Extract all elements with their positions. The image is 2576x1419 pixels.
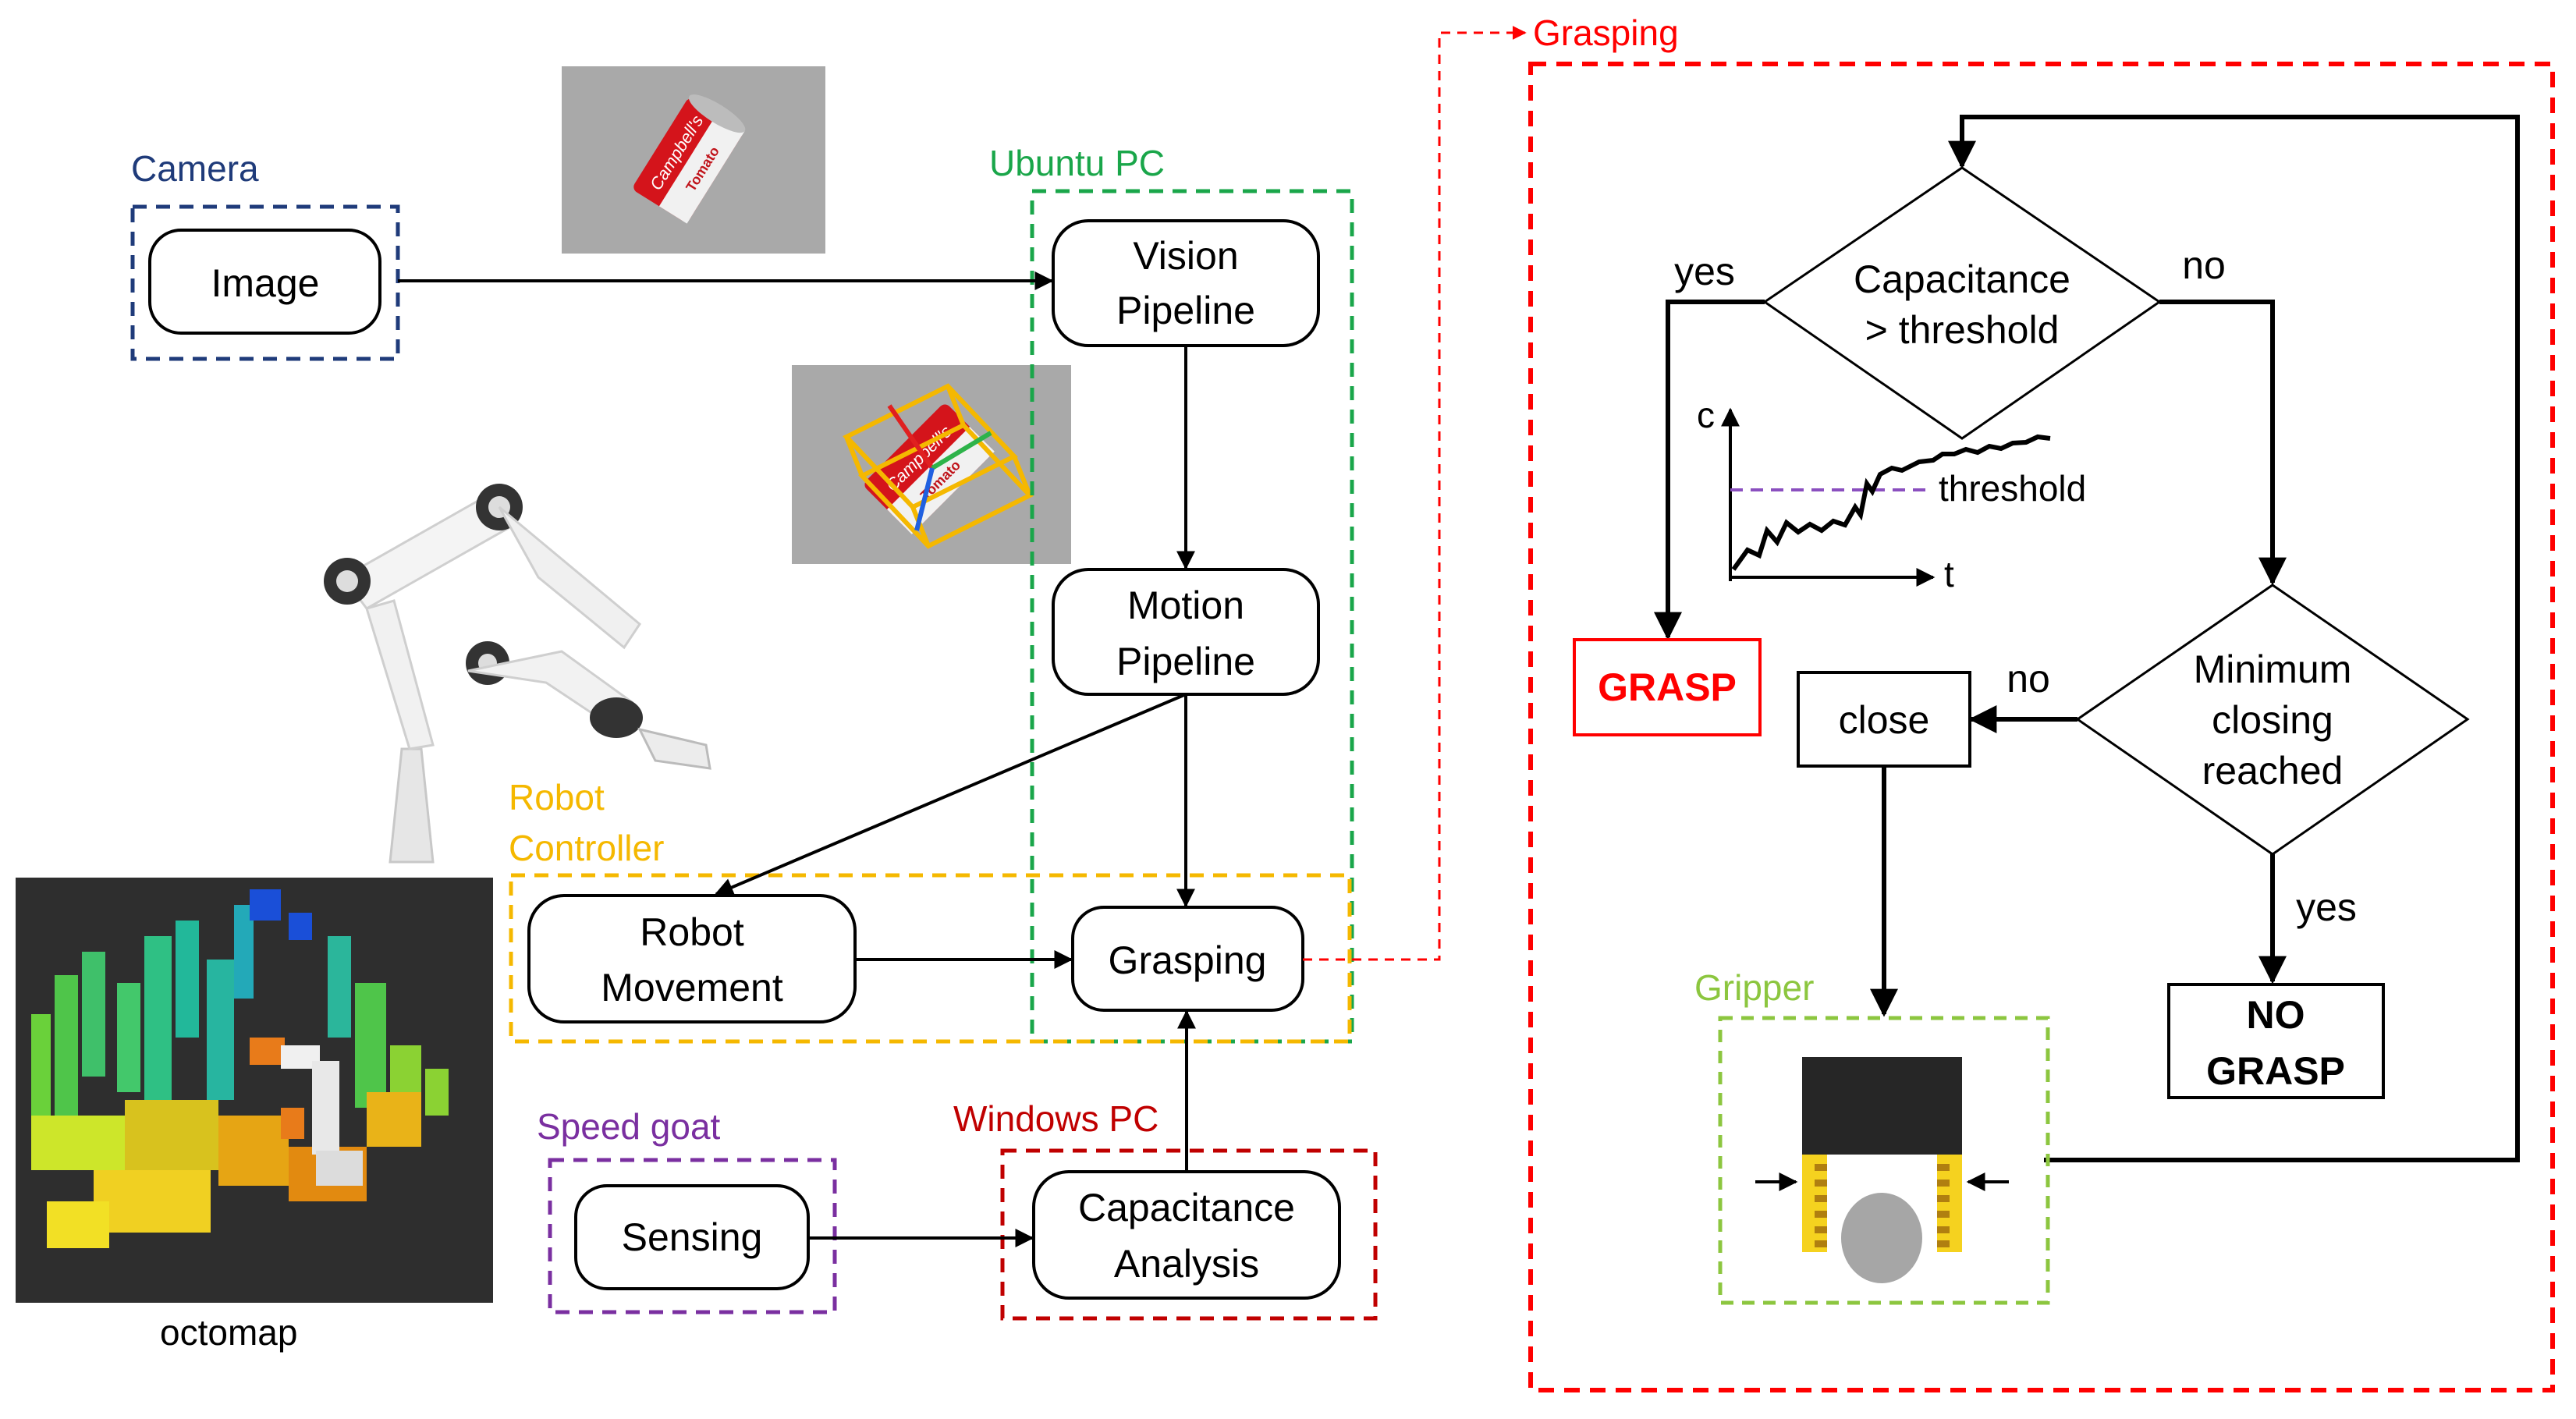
vision-pipeline-label-1: Vision	[1133, 234, 1238, 278]
windows-group-label: Windows PC	[953, 1098, 1158, 1139]
windows-group-box	[1000, 1148, 1378, 1321]
octomap-robot	[250, 1038, 363, 1186]
no2-label: no	[2007, 657, 2050, 701]
decision2-label-2: closing	[2212, 698, 2333, 742]
motion-pipeline-label-2: Pipeline	[1116, 640, 1255, 683]
image-node-label: Image	[211, 261, 320, 305]
gripper-group-box	[1718, 1016, 2050, 1305]
grasping-node-label: Grasping	[1109, 938, 1267, 982]
yes1-line	[1654, 300, 1765, 640]
feedback-loop-line	[1948, 115, 2520, 1162]
bounding-box-3d	[843, 383, 1034, 549]
mini-chart-y-label: c	[1697, 395, 1715, 435]
image-node	[148, 229, 381, 335]
close-action-label: close	[1839, 698, 1930, 742]
grasp-result-label: GRASP	[1598, 665, 1737, 709]
no-grasp-label-2: GRASP	[2206, 1049, 2345, 1093]
left-arrows	[398, 271, 1196, 1247]
no1-line	[2159, 300, 2287, 586]
can-image-raw: Campbell's Tomato	[562, 66, 825, 254]
robot-controller-group-box	[509, 873, 1352, 1044]
capacitance-signal	[1731, 434, 2051, 571]
octomap-image	[16, 878, 493, 1303]
capacitance-threshold-decision	[1762, 166, 2162, 440]
decision1-label-1: Capacitance	[1854, 257, 2070, 301]
can-image-detected: Campbell's Tomato	[792, 365, 1071, 564]
robot-arm-illustration	[324, 484, 711, 864]
mini-chart-x-label: t	[1944, 554, 1954, 594]
speedgoat-group-box	[548, 1158, 837, 1314]
robot-movement-label-1: Robot	[640, 910, 744, 954]
decision2-label-3: reached	[2202, 749, 2344, 793]
capacitance-analysis-label-2: Analysis	[1114, 1242, 1259, 1286]
capacitance-mini-chart: c t threshold	[1697, 395, 2086, 594]
threshold-label: threshold	[1939, 468, 2086, 509]
gripper-illustration	[1755, 1057, 2009, 1283]
speedgoat-group-label: Speed goat	[537, 1106, 721, 1147]
no-grasp-label-1: NO	[2247, 993, 2305, 1037]
robot-controller-label-2: Controller	[509, 828, 664, 868]
robot-movement-label-2: Movement	[601, 966, 783, 1009]
no1-label: no	[2182, 243, 2226, 287]
camera-group-box	[130, 204, 400, 361]
yes2-label: yes	[2296, 885, 2357, 929]
no-grasp-result-box	[2167, 983, 2385, 1099]
decision1-label-2: > threshold	[1865, 308, 2060, 352]
grasping-detail-link	[1303, 26, 1527, 961]
grasp-result-box	[1573, 638, 1762, 736]
sensing-node-label: Sensing	[622, 1215, 763, 1259]
vision-pipeline-label-2: Pipeline	[1116, 289, 1255, 332]
gripper-group-label: Gripper	[1694, 967, 1814, 1008]
pose-axes	[887, 404, 992, 531]
motion-pipeline-label-1: Motion	[1127, 584, 1244, 627]
decision2-label-1: Minimum	[2194, 647, 2352, 691]
robot-controller-label-1: Robot	[509, 777, 605, 818]
octomap-caption: octomap	[160, 1312, 297, 1353]
grasping-detail-group-box	[1528, 62, 2555, 1392]
capacitance-analysis-label-1: Capacitance	[1078, 1186, 1295, 1229]
grasping-detail-label: Grasping	[1533, 12, 1679, 53]
ubuntu-group-label: Ubuntu PC	[989, 143, 1165, 183]
yes1-label: yes	[1674, 250, 1735, 293]
camera-group-label: Camera	[131, 148, 259, 189]
